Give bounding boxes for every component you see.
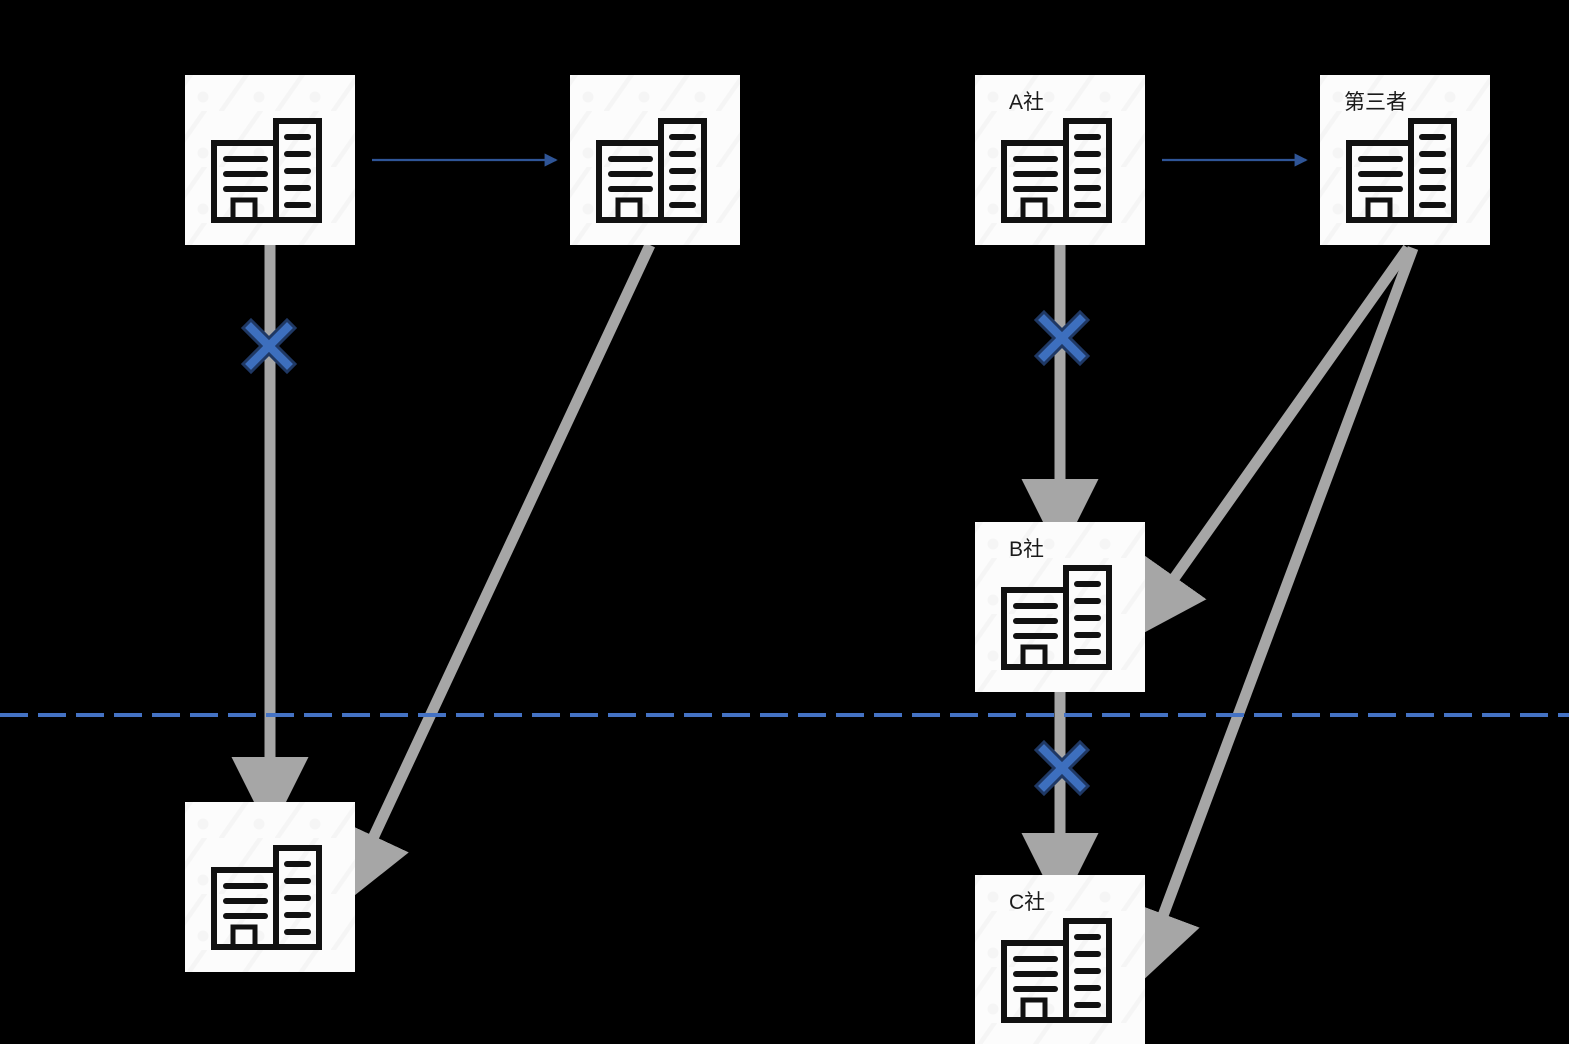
building-icon (1001, 118, 1112, 223)
x-block-icon-right-upper (1033, 309, 1091, 367)
building-icon (596, 118, 707, 223)
building-icon (211, 118, 322, 223)
building-icon (1001, 565, 1112, 670)
x-block-icon-left (240, 317, 298, 375)
connector-left-gray-diagonal (339, 242, 655, 906)
x-block-icon-right-lower (1033, 739, 1091, 797)
building-icon (1001, 918, 1112, 1023)
node-label-third-party: 第三者 (1344, 91, 1407, 114)
building-icon (1346, 118, 1457, 223)
connector-third-party-to-b (1130, 244, 1413, 640)
building-icon (211, 845, 322, 950)
connector-third-party-to-c (1127, 246, 1419, 987)
node-label-company-a: A社 (1009, 91, 1045, 114)
